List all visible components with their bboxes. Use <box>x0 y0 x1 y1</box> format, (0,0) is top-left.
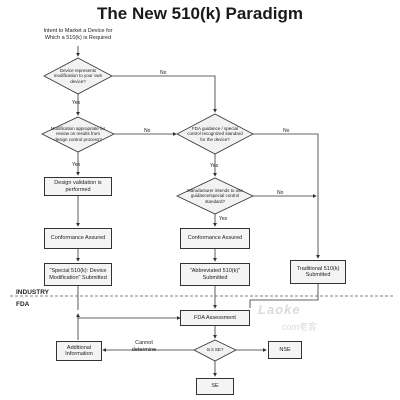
cannot-determine-label: Cannot determine <box>131 340 157 353</box>
decision-4-text: Manufacturer intends to use guidance/spe… <box>187 188 243 204</box>
diagram-title: The New 510(k) Paradigm <box>97 4 303 23</box>
watermark-logo: Laoke <box>258 302 301 317</box>
start-node: Intent to Market a Device for Which a 51… <box>43 28 113 41</box>
se-box: SE <box>196 378 234 395</box>
abbreviated-510k-box: "Abbreviated 510(k)" Submitted <box>180 263 250 286</box>
decision-2-text: Modification appropriate for review on r… <box>50 126 106 142</box>
conformance-assured-box-2: Conformance Assured <box>180 228 250 249</box>
nse-box: NSE <box>268 341 302 359</box>
fda-label: FDA <box>16 301 30 308</box>
conformance-assured-box-1: Conformance Assured <box>44 228 112 249</box>
label-no-3: No <box>283 128 290 134</box>
decision-1-text: Device represents modification to your o… <box>53 68 103 84</box>
label-no-4: No <box>277 190 284 196</box>
fda-assessment-box: FDA Assessment <box>180 310 250 326</box>
industry-label: INDUSTRY <box>16 289 49 296</box>
label-yes-4: Yes <box>219 216 228 222</box>
additional-info-box: Additional Information <box>56 341 102 361</box>
label-no-1: No <box>160 70 167 76</box>
traditional-510k-box: Traditional 510(k) Submitted <box>290 260 346 284</box>
special-510k-box: "Special 510(k): Device Modification" Su… <box>44 263 112 286</box>
decision-3-text: FDA guidance / special control recognize… <box>187 126 243 142</box>
label-no-2: No <box>144 128 151 134</box>
design-validation-box: Design validation is performed <box>44 177 112 196</box>
label-yes-3: Yes <box>210 163 219 169</box>
label-yes-1: Yes <box>72 100 81 106</box>
decision-5-text: Is it SE? <box>206 347 224 353</box>
watermark-text: com老客 <box>282 322 318 332</box>
label-yes-2: Yes <box>72 162 81 168</box>
